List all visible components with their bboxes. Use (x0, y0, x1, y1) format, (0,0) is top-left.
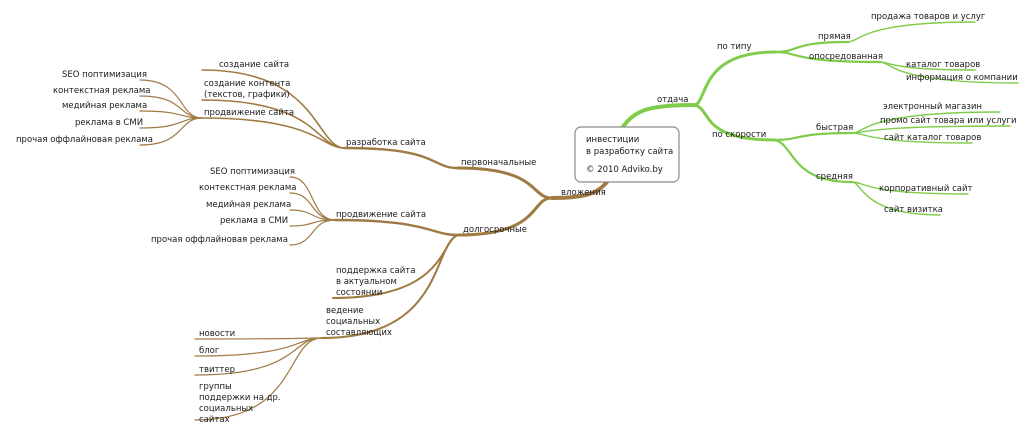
return-branch-labels: отдача по типу по скорости прямая продаж… (657, 12, 1018, 215)
link-korporativny (851, 181, 969, 195)
leaf-twitter[interactable]: твиттер (199, 365, 235, 375)
root-title-line2: в разработку сайта (586, 147, 673, 157)
node-otdacha[interactable]: отдача (657, 95, 688, 105)
leaf-bottom-seo[interactable]: SEO поптимизация (210, 167, 295, 177)
leaf-promo-sait[interactable]: промо сайт товара или услуги (880, 116, 1017, 126)
link-po-skorosti (693, 103, 777, 142)
node-prodvizhenie-top[interactable]: продвижение сайта (204, 108, 294, 118)
link-bottom-offline (289, 219, 336, 246)
root-node[interactable]: инвестиции в разработку сайта © 2010 Adv… (574, 126, 680, 183)
leaf-sozdanie-saita[interactable]: создание сайта (219, 60, 289, 70)
leaf-blog[interactable]: блог (199, 346, 220, 356)
investment-branch-lines (139, 69, 612, 421)
root-title-line1: инвестиции (586, 135, 639, 145)
leaf-info-o-kompanii[interactable]: информация о компании (906, 73, 1018, 83)
leaf-elektronny-magazin[interactable]: электронный магазин (883, 102, 982, 112)
link-bottom-kontekst (289, 192, 336, 221)
root-copyright: © 2010 Adviko.by (586, 165, 663, 175)
node-podderzhka-1[interactable]: поддержка сайта (336, 266, 415, 276)
link-po-tipu (693, 50, 777, 107)
leaf-sait-vizitka[interactable]: сайт визитка (884, 205, 943, 215)
leaf-sozdanie-kontenta-2[interactable]: (текстов, графики) (204, 90, 290, 100)
node-pervonachalnye[interactable]: первоначальные (461, 158, 536, 168)
link-prodvizhenie-top (201, 117, 346, 149)
leaf-top-smi[interactable]: реклама в СМИ (75, 118, 143, 128)
node-razrabotka-saita[interactable]: разработка сайта (346, 138, 426, 148)
node-prodvizhenie-bottom[interactable]: продвижение сайта (336, 210, 426, 220)
node-po-tipu[interactable]: по типу (717, 42, 752, 52)
link-vlozheniya-pervonachalnye (456, 166, 554, 200)
link-promo (851, 125, 1011, 134)
link-prodvizhenie-bottom (333, 218, 460, 237)
link-vedenie (321, 234, 459, 339)
link-prodazha (847, 21, 976, 43)
link-vlozheniya-dolgosrochnye (456, 196, 554, 237)
link-katalog-site (851, 132, 973, 144)
leaf-gruppy-3[interactable]: социальных (199, 404, 253, 414)
leaf-top-kontekst[interactable]: контекстная реклама (53, 86, 150, 96)
link-bystraya (773, 131, 854, 142)
return-branch-lines (620, 21, 1019, 216)
link-bottom-seo (289, 176, 336, 221)
node-bystraya[interactable]: быстрая (816, 123, 853, 133)
leaf-gruppy-2[interactable]: поддержки на др. (199, 393, 281, 403)
node-dolgosrochnye[interactable]: долгосрочные (463, 225, 527, 235)
root-box (574, 126, 680, 183)
leaf-bottom-media[interactable]: медийная реклама (206, 200, 291, 210)
leaf-katalog-tovarov[interactable]: каталог товаров (906, 60, 980, 70)
leaf-bottom-kontekst[interactable]: контекстная реклама (199, 183, 296, 193)
leaf-sozdanie-kontenta-1[interactable]: создание контента (204, 79, 290, 89)
link-twitter (194, 337, 323, 376)
node-vedenie-1[interactable]: ведение (326, 306, 364, 316)
link-top-offline (139, 117, 203, 146)
node-srednyaya[interactable]: средняя (816, 172, 853, 182)
leaf-sait-katalog[interactable]: сайт каталог товаров (884, 133, 981, 143)
link-top-media (139, 110, 203, 119)
leaf-top-offline[interactable]: прочая оффлайновая реклама (16, 135, 153, 145)
link-razrabotka (343, 146, 460, 170)
node-vedenie-2[interactable]: социальных (326, 317, 380, 327)
node-vlozheniya[interactable]: вложения (561, 188, 606, 198)
link-oposredovannaya (773, 50, 882, 64)
leaf-gruppy-4[interactable]: сайтах (199, 415, 230, 425)
link-pryamaya (773, 40, 850, 54)
investment-branch-labels: вложения первоначальные долгосрочные раз… (16, 60, 606, 425)
leaf-novosti[interactable]: новости (199, 329, 235, 339)
leaf-gruppy-1[interactable]: группы (199, 382, 232, 392)
node-po-skorosti[interactable]: по скорости (712, 130, 766, 140)
node-pryamaya[interactable]: прямая (818, 32, 851, 42)
node-podderzhka-3[interactable]: состоянии (336, 288, 382, 298)
link-info (879, 61, 1019, 84)
link-gruppy (194, 337, 323, 421)
leaf-bottom-offline[interactable]: прочая оффлайновая реклама (151, 235, 288, 245)
node-oposredovannaya[interactable]: опосредованная (809, 52, 883, 62)
link-vizitka (851, 181, 941, 216)
leaf-korporativny-sait[interactable]: корпоративный сайт (879, 184, 972, 194)
link-sozdanie-saita (201, 69, 346, 149)
leaf-prodazha[interactable]: продажа товаров и услуг (871, 12, 986, 22)
link-srednyaya (773, 138, 854, 184)
leaf-top-media[interactable]: медийная реклама (62, 101, 147, 111)
leaf-bottom-smi[interactable]: реклама в СМИ (220, 216, 288, 226)
leaf-top-seo[interactable]: SEO поптимизация (62, 70, 147, 80)
node-vedenie-3[interactable]: составляющих (326, 328, 392, 338)
link-root-otdacha (620, 103, 697, 130)
node-podderzhka-2[interactable]: в актуальном (336, 277, 397, 287)
link-top-kontekst (139, 95, 203, 119)
